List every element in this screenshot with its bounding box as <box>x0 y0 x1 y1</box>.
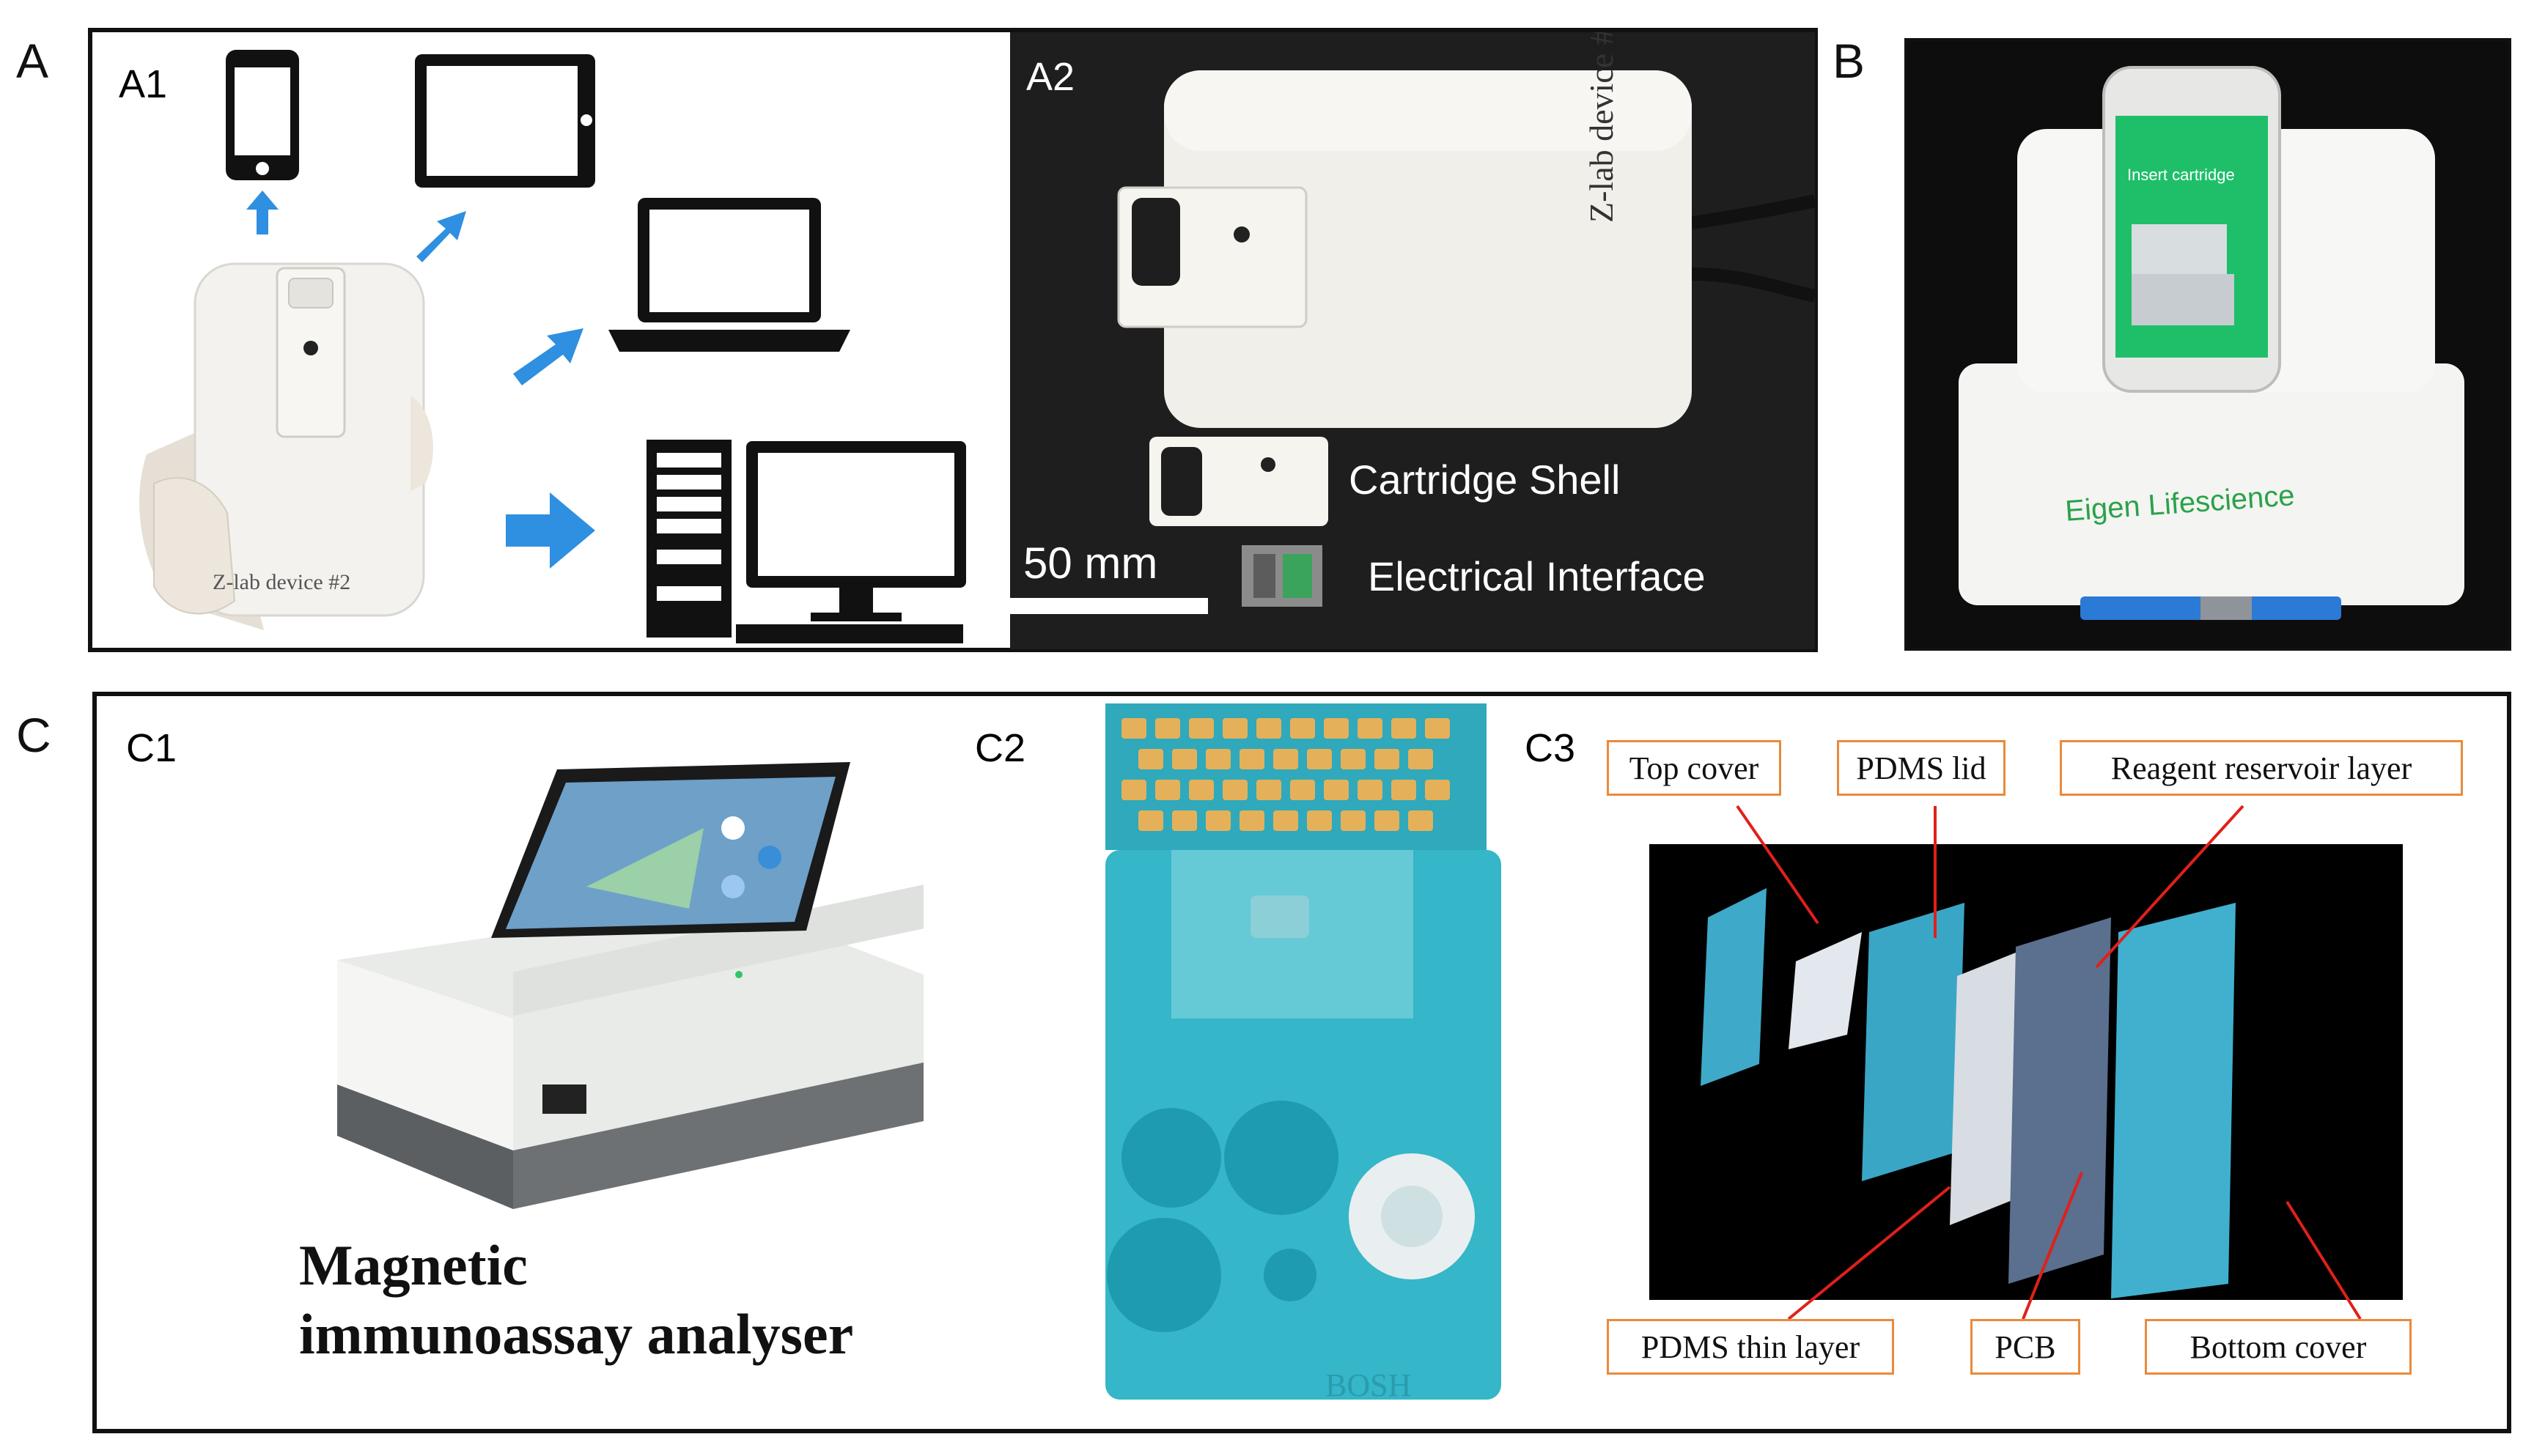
tablet-icon <box>415 54 595 188</box>
electrical-interface-label: Electrical Interface <box>1368 553 1706 599</box>
callout-bottom-cover: Bottom cover <box>2145 1319 2412 1375</box>
callout-pdms-thin-layer: PDMS thin layer <box>1607 1319 1894 1375</box>
desktop-tower-icon <box>647 440 732 638</box>
cartridge-shell-label: Cartridge Shell <box>1349 457 1621 503</box>
panel-a-letter: A <box>16 34 49 88</box>
a2-label: A2 <box>1026 55 1075 99</box>
panel-b-letter: B <box>1833 34 1865 88</box>
handheld-engraving: Z-lab device #2 <box>213 570 351 594</box>
scale-bar-label: 50 mm <box>1023 539 1158 588</box>
monitor-icon <box>746 441 966 621</box>
analyser-caption: Magnetic immunoassay analyser <box>299 1231 853 1368</box>
callout-reagent-reservoir-layer: Reagent reservoir layer <box>2060 740 2463 796</box>
arrow-desktop-icon <box>506 492 595 569</box>
a2-photo: A2 Z-lab device #2 Cartridge Shell Elect… <box>1010 32 1815 649</box>
a1-label: A1 <box>119 62 168 106</box>
a2-device-engraving: Z-lab device #2 <box>1583 32 1620 223</box>
a2-device-illustration <box>1010 32 1815 649</box>
smartphone-icon <box>226 50 299 180</box>
scale-bar <box>1010 598 1208 614</box>
panel-a-frame <box>88 28 1818 652</box>
callout-pcb: PCB <box>1970 1319 2080 1375</box>
c3-layers-illustration <box>1649 844 2403 1300</box>
cartridge-embossed-text: BOSH <box>1325 1367 1412 1403</box>
c2-label: C2 <box>975 726 1026 770</box>
callout-top-cover: Top cover <box>1607 740 1781 796</box>
phone-screen-text: Insert cartridge <box>2127 166 2235 184</box>
analyser-caption-line1: Magnetic <box>299 1233 528 1297</box>
c1-analyser-illustration <box>337 762 924 1209</box>
laptop-icon <box>608 198 850 352</box>
a1-devices-illustration <box>139 50 966 643</box>
arrow-up-icon <box>246 191 279 234</box>
b-photo: Insert cartridge Eigen Lifescience <box>1904 38 2511 651</box>
panel-c-letter: C <box>16 708 51 762</box>
handheld-device <box>139 262 433 630</box>
gold-contact-pads <box>1121 718 1473 835</box>
c3-leader-lines <box>1736 805 2362 1320</box>
arrow-laptop-icon <box>513 328 583 385</box>
analyser-caption-line2: immunoassay analyser <box>299 1301 854 1366</box>
keyboard-icon <box>736 624 963 643</box>
panel-c-frame <box>92 692 2511 1433</box>
c3-label: C3 <box>1525 726 1576 770</box>
c2-cartridge-illustration <box>1076 703 1523 1410</box>
c2-cartridge-photo: BOSH <box>1076 703 1523 1410</box>
c1-label: C1 <box>126 726 177 770</box>
b-reader-illustration <box>1907 41 2508 648</box>
callout-pdms-lid: PDMS lid <box>1837 740 2005 796</box>
c3-exploded-view <box>1649 844 2403 1300</box>
arrow-diagonal-icon <box>416 211 466 262</box>
electrical-interface-part <box>1242 545 1322 607</box>
